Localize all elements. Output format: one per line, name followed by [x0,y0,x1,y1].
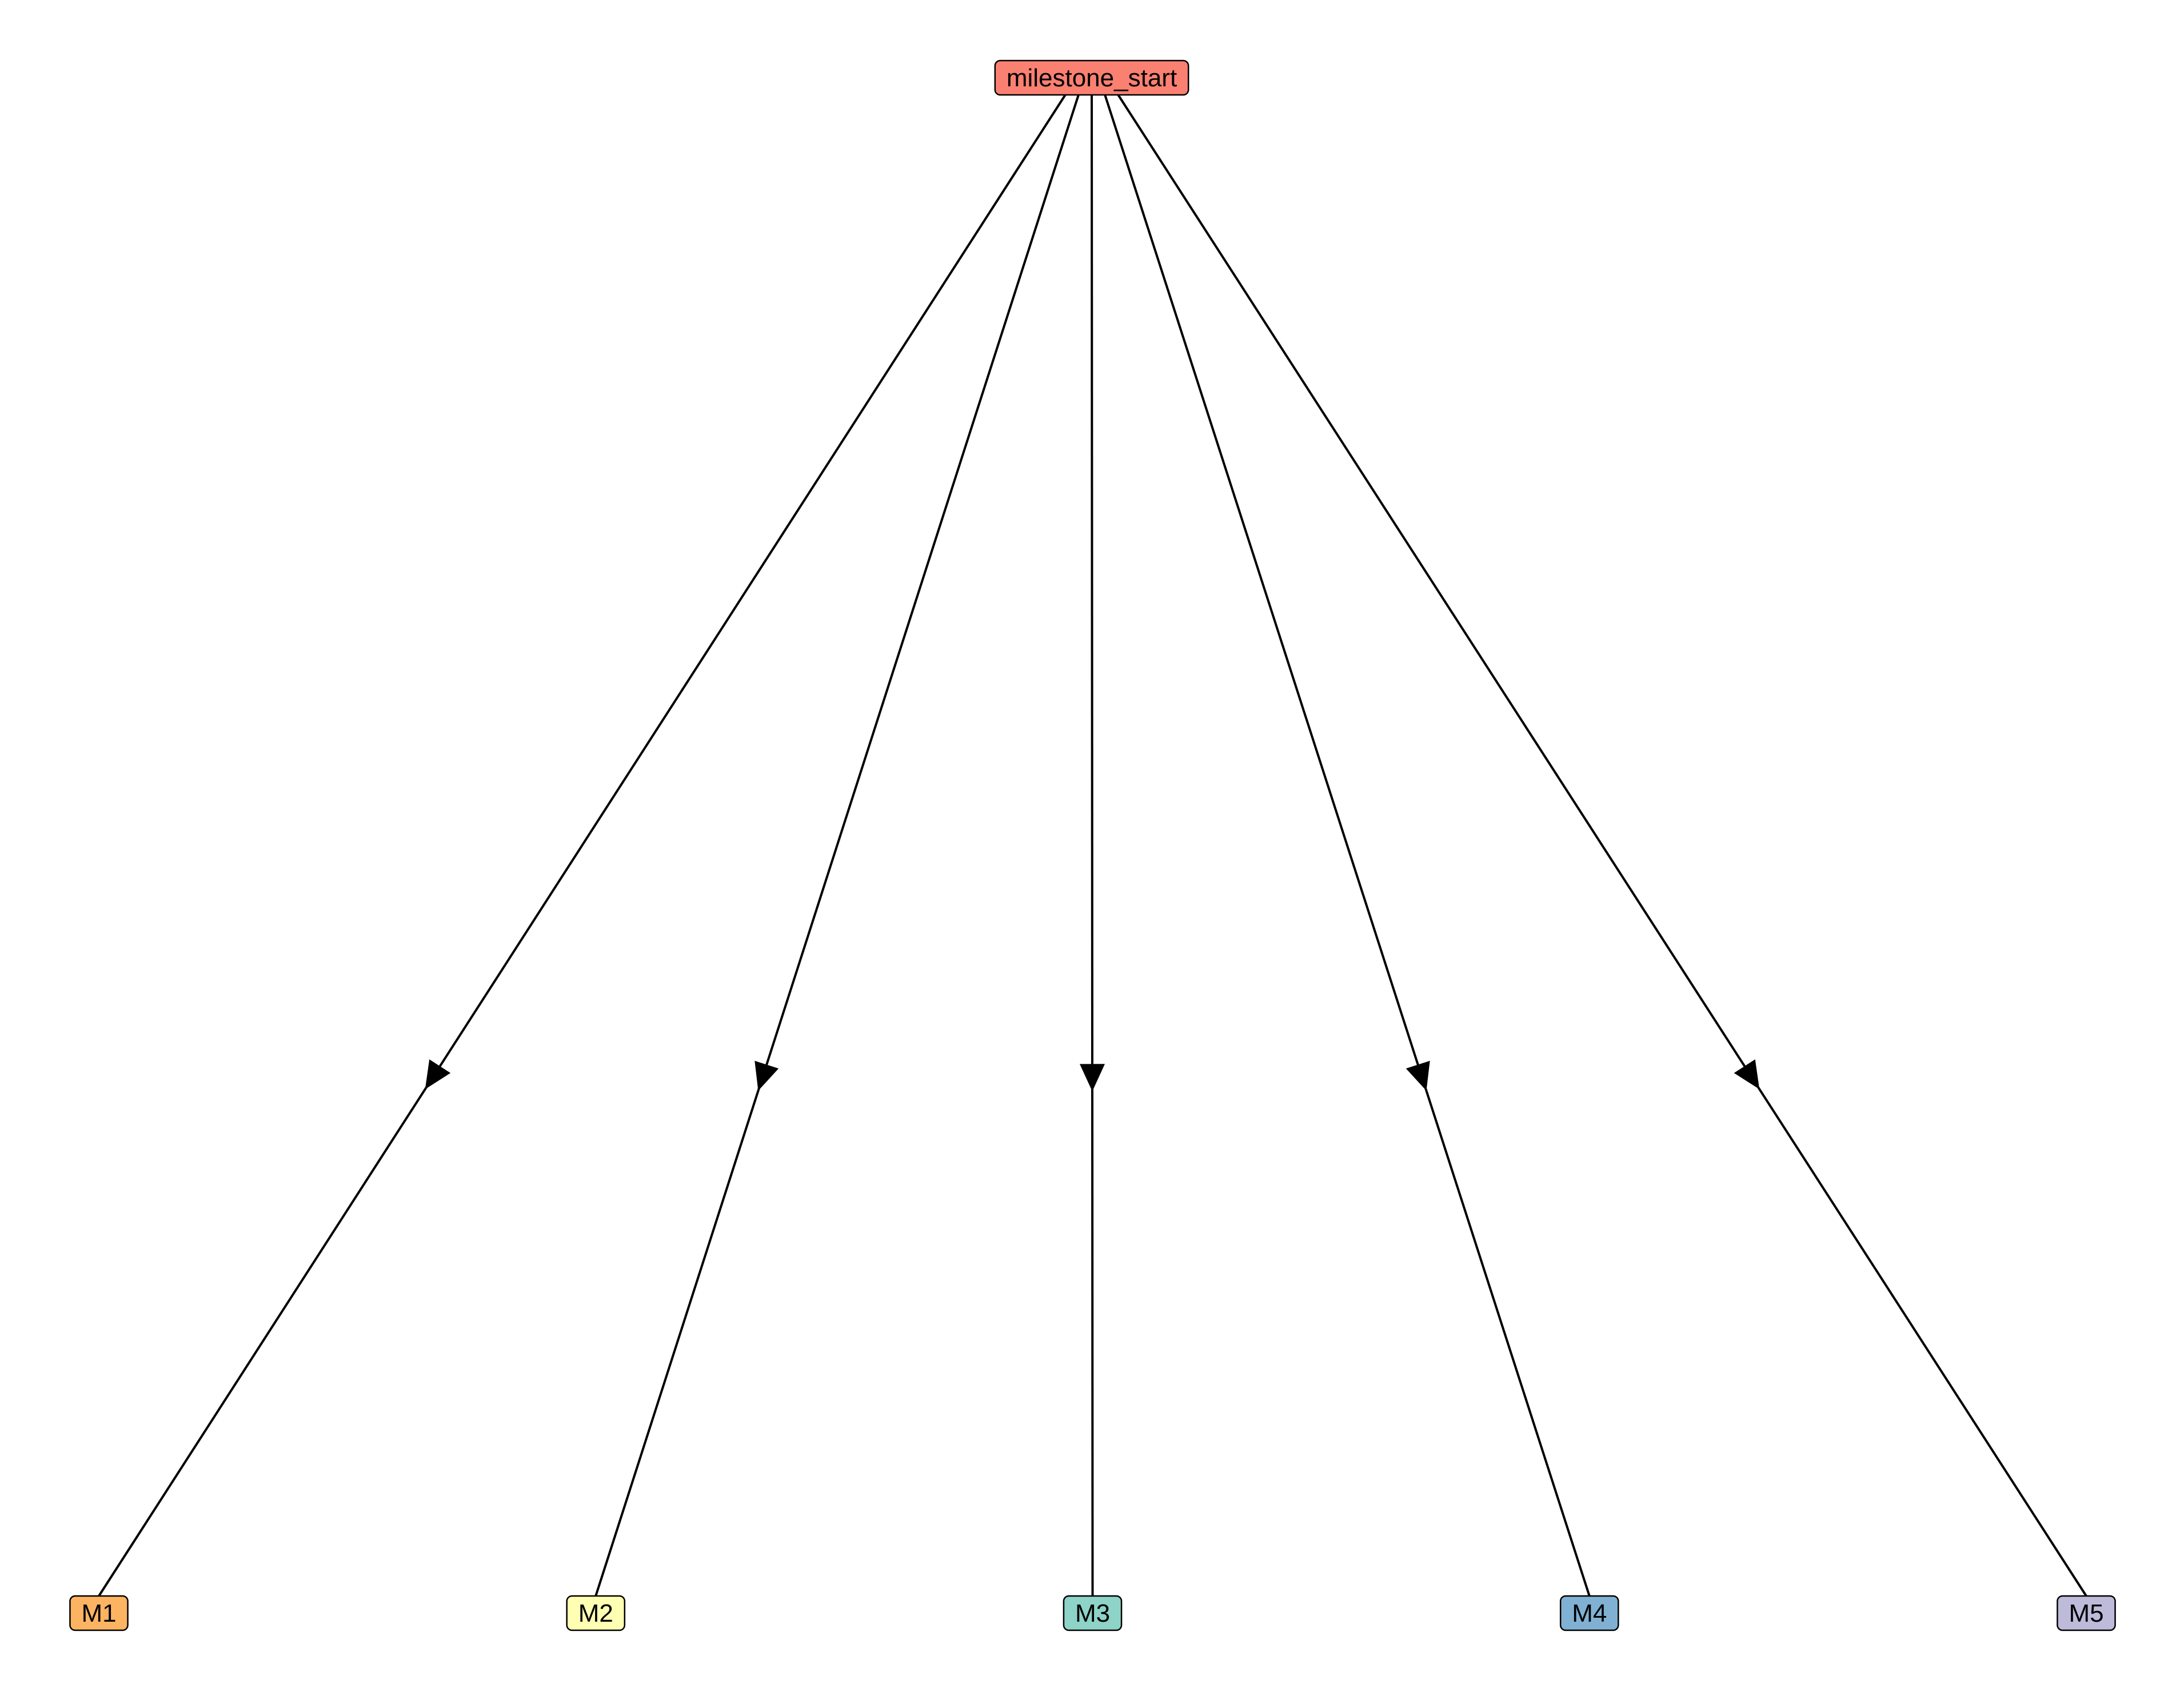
node-M3[interactable]: M3 [1063,1595,1123,1631]
edge-milestone_start-M1 [98,93,1067,1597]
node-box[interactable] [2057,1595,2116,1631]
node-label: M4 [1572,1599,1607,1627]
node-label: M5 [2069,1599,2103,1627]
node-label: M3 [1075,1599,1110,1627]
node-box[interactable] [1063,1595,1123,1631]
edge-line [98,93,1067,1597]
node-box[interactable] [566,1595,626,1631]
node-M2[interactable]: M2 [566,1595,626,1631]
edge-milestone_start-M4 [1103,93,1591,1597]
node-box[interactable] [1559,1595,1619,1631]
edge-milestone_start-M5 [1116,93,2087,1597]
node-M5[interactable]: M5 [2057,1595,2116,1631]
edge-line [1103,93,1591,1597]
arrowhead-icon [1406,1060,1430,1091]
node-box[interactable] [69,1595,129,1631]
node-M1[interactable]: M1 [69,1595,129,1631]
edge-line [1116,93,2087,1597]
edge-milestone_start-M3 [1080,93,1105,1597]
edge-line [594,93,1080,1597]
arrowhead-icon [1080,1064,1105,1092]
edges-layer [98,93,2087,1597]
node-label: milestone_start [1007,64,1177,92]
arrowhead-icon [425,1059,451,1090]
arrowhead-icon [754,1060,779,1091]
arrowhead-icon [1734,1059,1760,1090]
node-label: M1 [81,1599,116,1627]
node-M4[interactable]: M4 [1559,1595,1619,1631]
node-milestone_start[interactable]: milestone_start [994,59,1189,96]
edge-milestone_start-M2 [594,93,1080,1597]
node-label: M2 [578,1599,613,1627]
node-box[interactable] [994,59,1189,96]
